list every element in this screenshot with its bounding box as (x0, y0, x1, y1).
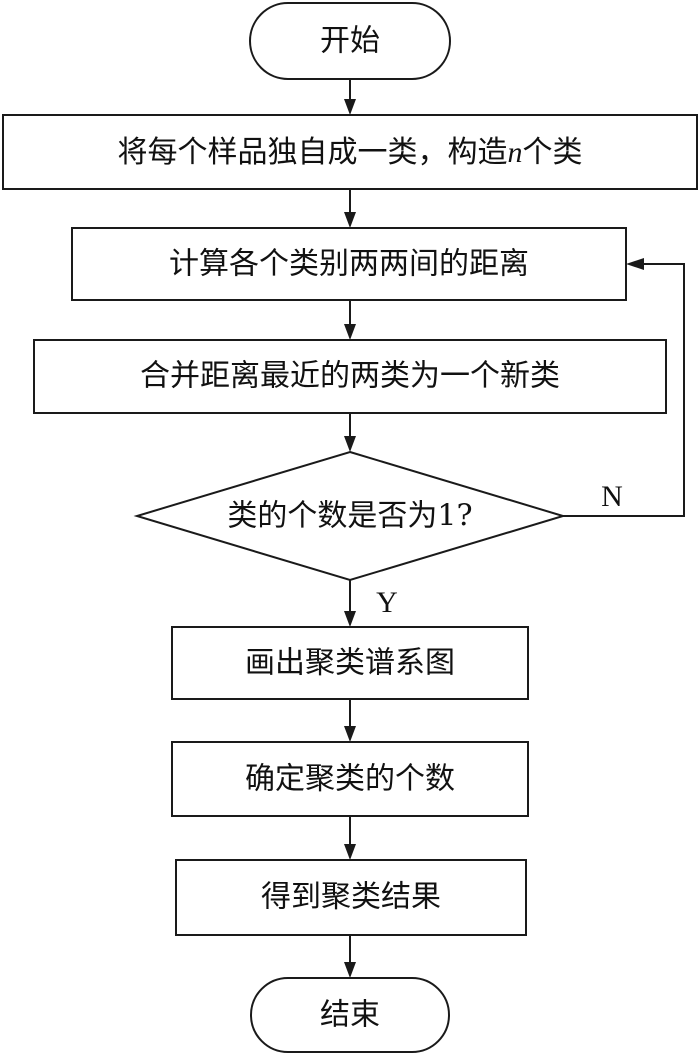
merge-label: 合并距离最近的两类为一个新类 (140, 359, 560, 394)
start-node: 开始 (249, 2, 451, 80)
no-label: N (601, 480, 623, 513)
arrowhead (344, 962, 356, 978)
end-label: 结束 (320, 998, 380, 1033)
arrowhead (344, 212, 356, 228)
init-classes-variable: n (508, 136, 523, 169)
init-classes-label: 将每个样品独自成一类，构造n个类 (118, 135, 583, 170)
init-classes-step: 将每个样品独自成一类，构造n个类 (2, 114, 698, 190)
end-node: 结束 (250, 977, 450, 1053)
edge-dendrogram-to-count (344, 699, 356, 742)
yes-label: Y (376, 586, 398, 619)
arrowhead (626, 258, 644, 270)
decision-label: 类的个数是否为1? (227, 499, 472, 534)
init-classes-suffix: 个类 (523, 135, 583, 170)
edge-distance-to-merge (344, 300, 356, 340)
arrowhead (344, 844, 356, 860)
edge-count-to-result (344, 816, 356, 860)
compute-distance-label: 计算各个类别两两间的距离 (169, 247, 529, 282)
arrowhead (344, 99, 356, 115)
arrowhead (344, 436, 356, 452)
determine-count-step: 确定聚类的个数 (171, 741, 529, 817)
edge-merge-to-decision (344, 413, 356, 452)
decision-node: 类的个数是否为1? (133, 450, 567, 582)
edge-init-to-distance (344, 189, 356, 228)
edge-result-to-end (344, 935, 356, 978)
start-label: 开始 (320, 24, 380, 59)
arrowhead (344, 726, 356, 742)
draw-dendrogram-step: 画出聚类谱系图 (171, 626, 529, 700)
arrowhead (344, 324, 356, 340)
get-result-step: 得到聚类结果 (175, 859, 527, 936)
arrowhead (344, 611, 356, 627)
draw-dendrogram-label: 画出聚类谱系图 (245, 646, 455, 681)
get-result-label: 得到聚类结果 (261, 880, 441, 915)
edge-decision-no-loop: N (563, 258, 685, 517)
compute-distance-step: 计算各个类别两两间的距离 (71, 227, 627, 301)
merge-step: 合并距离最近的两类为一个新类 (33, 339, 667, 414)
determine-count-label: 确定聚类的个数 (245, 762, 455, 797)
edge-start-to-init (344, 79, 356, 115)
init-classes-prefix: 将每个样品独自成一类，构造 (118, 135, 508, 170)
edge-decision-yes: Y (344, 580, 398, 627)
